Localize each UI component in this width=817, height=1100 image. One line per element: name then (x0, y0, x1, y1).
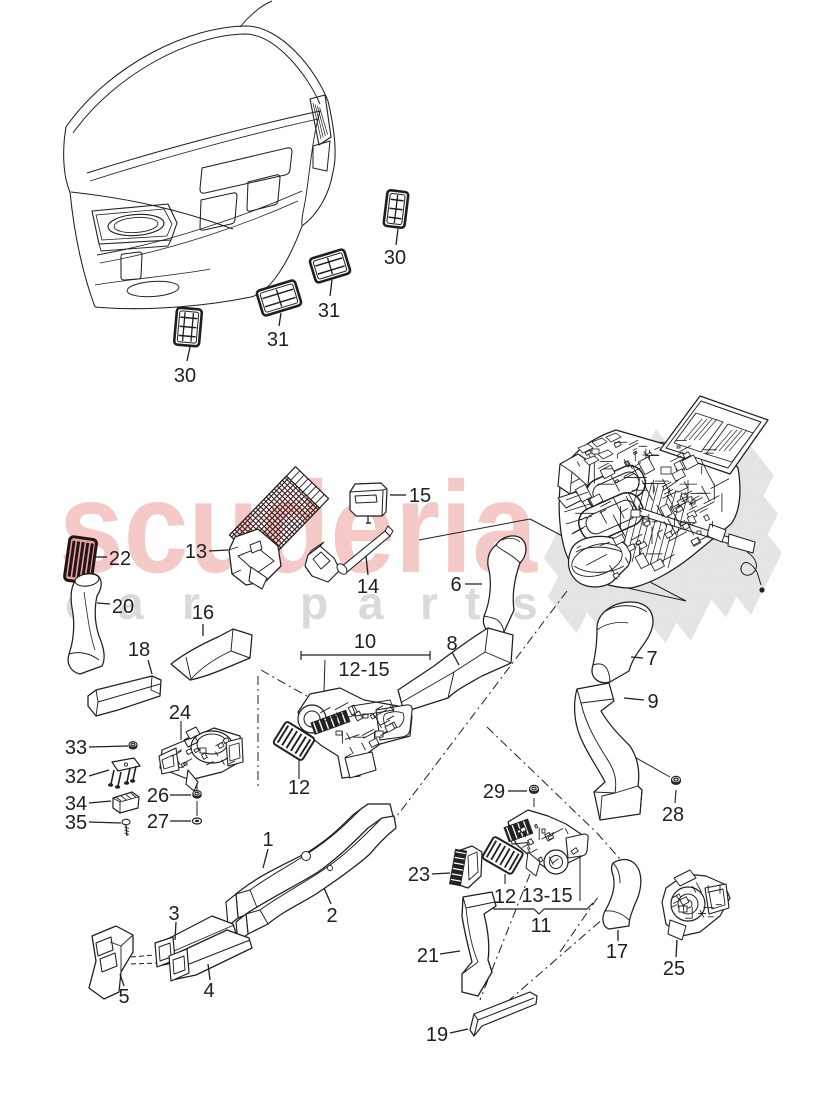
svg-text:r: r (182, 577, 200, 629)
svg-text:r: r (420, 577, 438, 629)
svg-text:19: 19 (426, 1024, 448, 1046)
svg-text:25: 25 (663, 958, 685, 980)
svg-text:16: 16 (192, 602, 214, 624)
svg-text:34: 34 (65, 793, 87, 815)
svg-text:4: 4 (203, 980, 214, 1002)
svg-text:12-15: 12-15 (338, 659, 389, 681)
svg-text:p: p (300, 577, 328, 629)
svg-text:14: 14 (357, 576, 379, 598)
svg-text:30: 30 (384, 247, 406, 269)
svg-text:3: 3 (168, 903, 179, 925)
svg-text:12: 12 (288, 777, 310, 799)
svg-text:13-15: 13-15 (521, 885, 572, 907)
svg-text:20: 20 (112, 596, 134, 618)
svg-text:28: 28 (662, 804, 684, 826)
svg-text:s: s (512, 577, 538, 629)
svg-text:31: 31 (318, 300, 340, 322)
svg-text:27: 27 (147, 811, 169, 833)
svg-text:12: 12 (494, 886, 516, 908)
svg-text:2: 2 (326, 905, 337, 927)
svg-text:15: 15 (409, 485, 431, 507)
svg-text:1: 1 (262, 829, 273, 851)
svg-text:35: 35 (65, 812, 87, 834)
svg-text:30: 30 (174, 365, 196, 387)
svg-text:31: 31 (267, 329, 289, 351)
svg-text:8: 8 (446, 633, 457, 655)
svg-text:13: 13 (185, 541, 207, 563)
svg-text:t: t (465, 577, 480, 629)
svg-text:6: 6 (450, 574, 461, 596)
svg-text:11: 11 (531, 915, 552, 937)
svg-text:24: 24 (169, 702, 191, 724)
svg-text:32: 32 (65, 766, 87, 788)
svg-text:26: 26 (147, 785, 169, 807)
svg-text:29: 29 (483, 781, 505, 803)
svg-text:a: a (358, 577, 384, 629)
svg-text:18: 18 (128, 639, 150, 661)
svg-text:5: 5 (118, 986, 129, 1008)
svg-text:17: 17 (606, 941, 628, 963)
svg-text:9: 9 (647, 691, 658, 713)
svg-text:33: 33 (65, 737, 87, 759)
svg-text:21: 21 (417, 945, 439, 967)
svg-text:10: 10 (354, 631, 376, 653)
svg-text:7: 7 (646, 648, 657, 670)
svg-text:22: 22 (109, 548, 131, 570)
svg-text:a: a (118, 577, 144, 629)
svg-text:23: 23 (408, 864, 430, 886)
